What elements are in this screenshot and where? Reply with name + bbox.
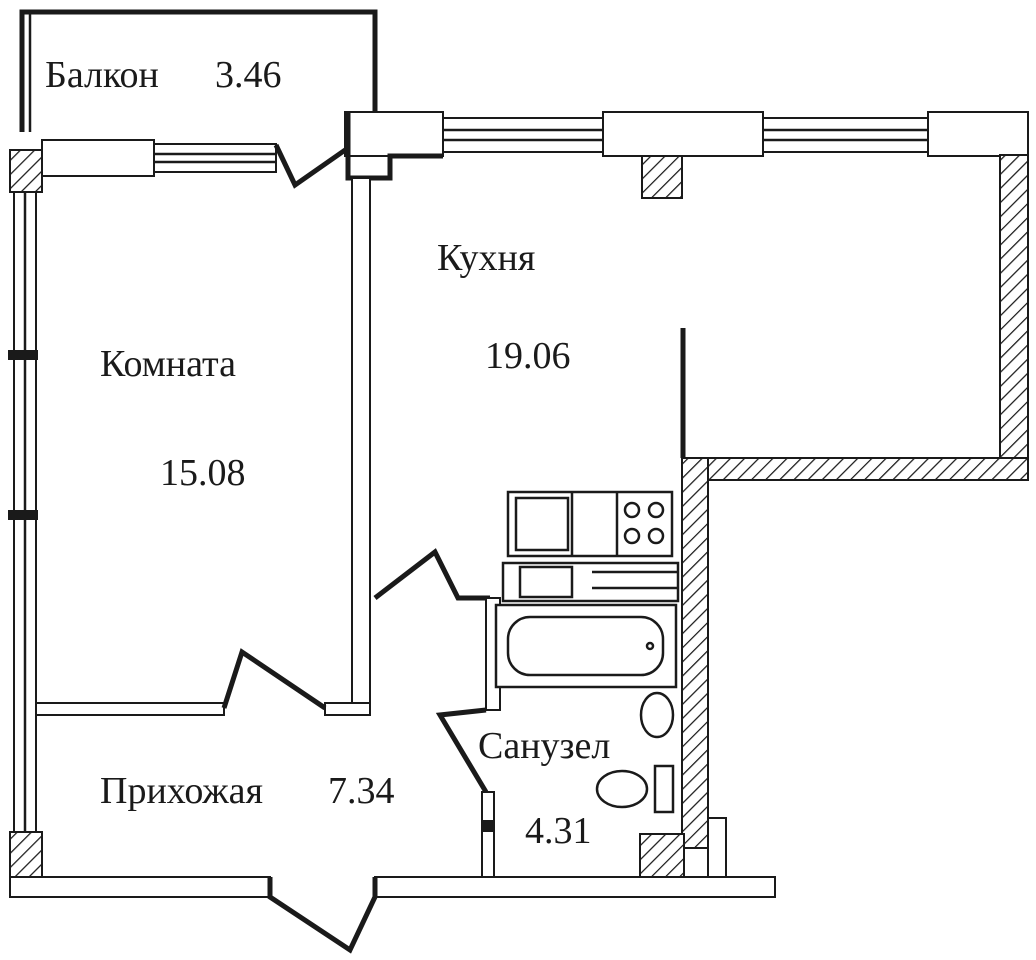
balcony-area: 3.46 <box>215 54 282 96</box>
kitchen-appliances <box>501 490 680 603</box>
bathroom-fixtures <box>494 603 678 814</box>
top-wall <box>41 111 1029 181</box>
room-kitchen-wall <box>351 177 371 709</box>
kitchen-label: Кухня <box>437 237 535 279</box>
left-wall <box>8 149 43 878</box>
kitchen-right-wall <box>641 154 1029 481</box>
hallway-area: 7.34 <box>328 770 395 812</box>
bathroom-area: 4.31 <box>525 810 592 852</box>
bottom-wall <box>9 876 776 954</box>
kitchen-door <box>373 548 490 601</box>
hallway-label: Прихожая <box>100 770 263 812</box>
balcony-label: Балкон <box>45 54 159 96</box>
bathroom-label: Санузел <box>478 725 610 767</box>
bathroom-walls <box>435 457 727 878</box>
room-area: 15.08 <box>160 452 246 494</box>
room-label: Комната <box>100 343 236 385</box>
balcony-door <box>273 143 350 189</box>
room-hallway-wall <box>35 648 371 716</box>
balcony-outline <box>19 9 378 132</box>
kitchen-area: 19.06 <box>485 335 571 377</box>
